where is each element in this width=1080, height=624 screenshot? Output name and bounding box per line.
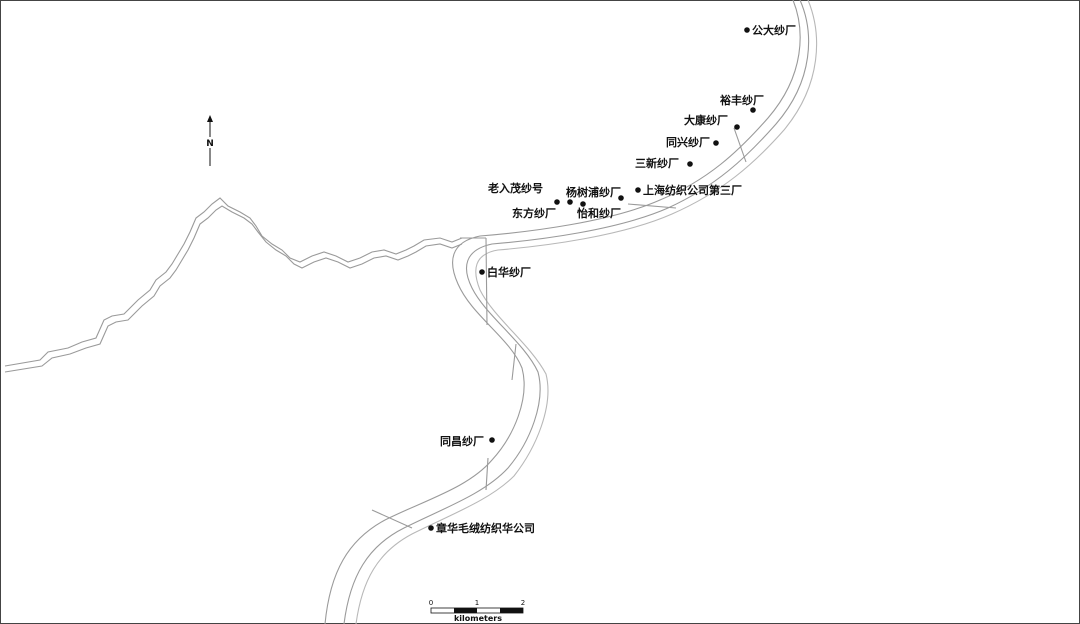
mill-markers: 公大纱厂 裕丰纱厂 大康纱厂 同兴纱厂 三新纱厂 上海纺织公司第三厂 老入茂纱号… [428,23,796,535]
mill-point [554,199,560,205]
scale-bar-segment [500,608,523,613]
mill-point [428,525,434,531]
mill-point [635,187,641,193]
scale-bar-segment [454,608,477,613]
north-arrow-head-icon [207,115,213,122]
mill-point [580,201,586,207]
mill-label: 上海纺织公司第三厂 [643,183,742,197]
mill-point [618,195,624,201]
river [324,0,818,624]
mill-label: 白华纱厂 [487,265,531,279]
scale-tick-label: 2 [521,599,525,607]
mill-label: 老入茂纱号 [487,181,543,195]
north-arrow: N [206,115,214,166]
mill-point [734,124,740,130]
mill-label: 裕丰纱厂 [719,93,764,107]
mill-label: 东方纱厂 [512,206,556,220]
scale-bar: 0 1 2 kilometers [429,599,525,623]
mill-point [479,269,485,275]
mill-point [713,140,719,146]
north-arrow-label-bg [206,137,214,148]
mill-point [744,27,750,33]
mill-label: 同兴纱厂 [666,135,710,149]
mill-label: 大康纱厂 [684,113,728,127]
scale-tick-label: 1 [475,599,479,607]
mill-point [750,107,756,113]
mill-label: 怡和纱厂 [577,206,621,220]
mill-point [489,437,495,443]
north-arrow-label: N [206,139,214,149]
mill-label: 杨树浦纱厂 [566,185,621,199]
mill-point [567,199,573,205]
mill-label: 同昌纱厂 [440,435,484,448]
mill-label: 三新纱厂 [635,156,679,170]
mill-point [687,161,693,167]
mill-label: 公大纱厂 [752,23,796,37]
mill-label: 章华毛绒纺织华公司 [436,521,535,535]
creek [4,197,463,373]
scale-unit-label: kilometers [454,614,502,623]
scale-tick-label: 0 [429,599,433,607]
